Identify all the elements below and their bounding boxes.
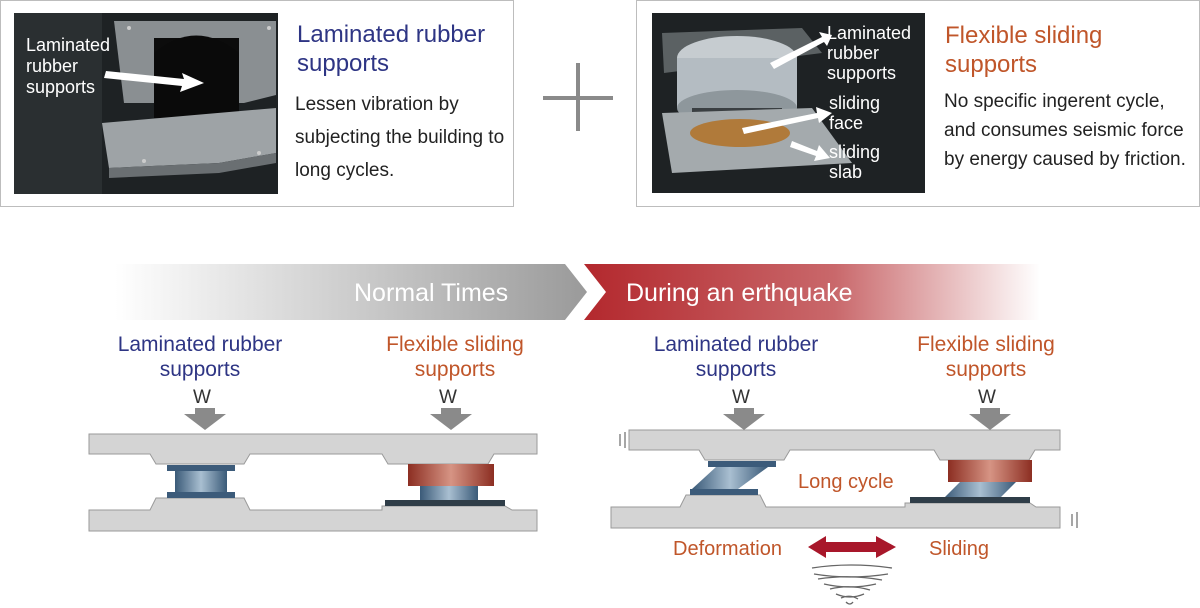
sliding-photo-label-laminated: Laminated rubber supports bbox=[827, 23, 912, 83]
normal-times-banner bbox=[115, 264, 587, 320]
quake-top-slab bbox=[628, 429, 1061, 461]
laminated-card-description: Lessen vibration by subjecting the build… bbox=[295, 94, 505, 181]
sliding-card: Laminated rubber supports sliding face s… bbox=[636, 0, 1200, 207]
sliding-card-title: Flexible sliding supports bbox=[945, 22, 1103, 78]
laminated-card: Laminated rubber supports Laminated rubb… bbox=[0, 0, 514, 207]
deformation-label: Deformation bbox=[673, 538, 782, 560]
quake-sliding-label: Flexible sliding supports bbox=[917, 333, 1055, 381]
earthquake-label: During an erthquake bbox=[626, 279, 853, 307]
sliding-label: Sliding bbox=[929, 538, 990, 560]
vibration-icon bbox=[811, 564, 893, 605]
load-arrows bbox=[184, 408, 1011, 430]
load-label-2: W bbox=[439, 387, 457, 408]
normal-sliding-label: Flexible sliding supports bbox=[386, 333, 524, 381]
laminated-photo: Laminated rubber supports bbox=[14, 13, 278, 194]
laminated-card-title: Laminated rubber supports bbox=[297, 21, 486, 77]
quake-bottom-slab bbox=[610, 494, 1061, 529]
normal-bottom-slab bbox=[88, 497, 538, 532]
sliding-photo-label-face: sliding face bbox=[829, 93, 881, 133]
load-label-3: W bbox=[732, 387, 750, 408]
laminated-photo-label: Laminated rubber supports bbox=[26, 35, 111, 97]
sliding-photo-label-slab: sliding slab bbox=[829, 142, 881, 182]
long-cycle-label: Long cycle bbox=[798, 471, 894, 493]
load-label-4: W bbox=[978, 387, 996, 408]
normal-times-label: Normal Times bbox=[354, 279, 509, 307]
laminated-photo-illustration bbox=[14, 13, 276, 194]
sliding-photo: Laminated rubber supports sliding face s… bbox=[652, 13, 925, 193]
normal-laminated-label: Laminated rubber supports bbox=[117, 333, 283, 381]
sliding-card-description: No specific ingerent cycle, and consumes… bbox=[944, 91, 1186, 170]
sliding-photo-illustration bbox=[662, 28, 852, 173]
quake-laminated-label: Laminated rubber supports bbox=[653, 333, 819, 381]
double-arrow-icon bbox=[808, 536, 896, 558]
normal-top-slab bbox=[88, 433, 538, 465]
load-label-1: W bbox=[193, 387, 211, 408]
